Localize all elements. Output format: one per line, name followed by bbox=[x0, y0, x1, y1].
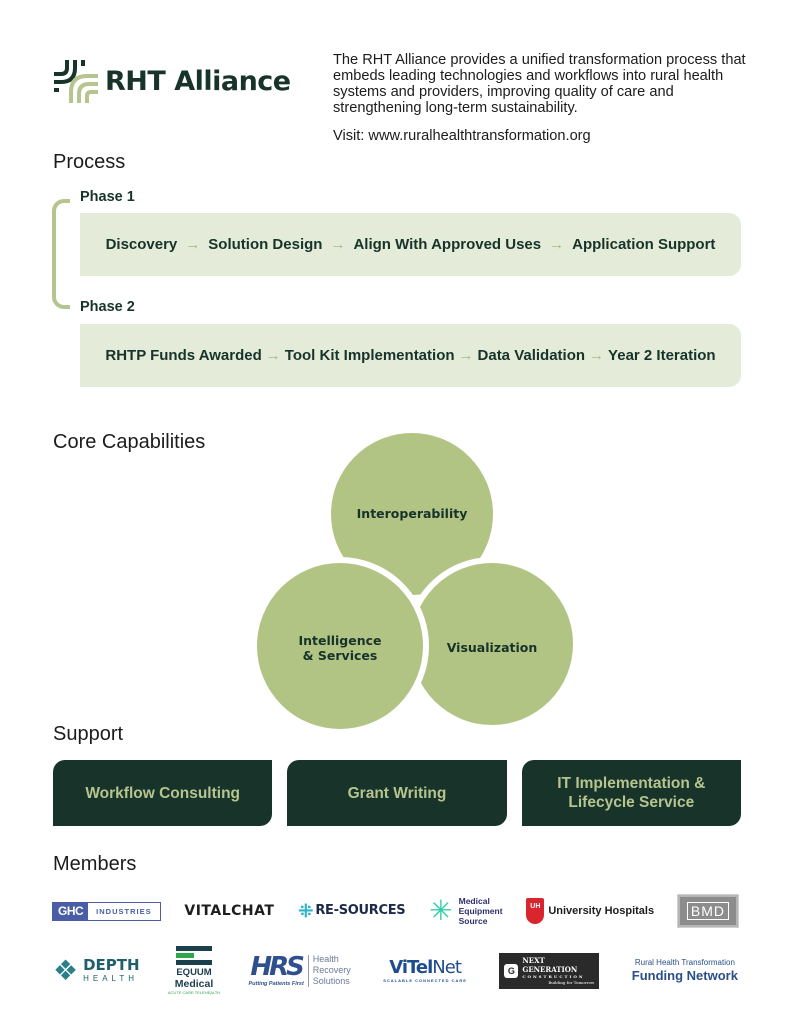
step-rhtp-funds-awarded: RHTP Funds Awarded bbox=[105, 347, 262, 364]
next-gen-text: NEXT GENERATION bbox=[522, 955, 578, 974]
label-services: & Services bbox=[302, 648, 378, 663]
depth-text: DEPTH bbox=[83, 956, 140, 974]
logo-re-sources: ⁜ RE-SOURCES bbox=[298, 902, 405, 920]
uh-shield-icon: UH bbox=[526, 898, 545, 924]
vitelnet-tagline: SCALABLE CONNECTED CARE bbox=[383, 978, 467, 983]
rht-alliance-logo: RHT Alliance bbox=[53, 58, 291, 104]
construction-text: CONSTRUCTION bbox=[522, 973, 585, 979]
industries-text: INDUSTRIES bbox=[96, 906, 152, 916]
vitel-text: ViTel bbox=[389, 957, 433, 978]
equum-tagline: ACUTE CARE TELEHEALTH bbox=[167, 990, 221, 995]
mes-line: Source bbox=[458, 916, 488, 926]
label-interoperability: Interoperability bbox=[356, 506, 468, 521]
support-card-label: IT Implementation & bbox=[557, 775, 706, 792]
phase-2-label: Phase 2 bbox=[80, 299, 135, 315]
depth-health-icon: ❖ bbox=[53, 954, 79, 986]
hrs-name-line: Solutions bbox=[312, 976, 350, 986]
phase-bracket bbox=[52, 199, 70, 309]
logo-depth-health: ❖ DEPTH HEALTH bbox=[53, 954, 140, 986]
logo-vitelnet: ViTelNet SCALABLE CONNECTED CARE bbox=[383, 957, 467, 984]
step-application-support: Application Support bbox=[572, 236, 716, 253]
equum-bar bbox=[176, 946, 213, 951]
logo-bmd: BMD bbox=[676, 894, 740, 928]
step-solution-design: Solution Design bbox=[208, 236, 323, 253]
venn-diagram bbox=[251, 427, 579, 735]
process-title: Process bbox=[53, 151, 126, 173]
logo-health-recovery-solutions: HRS Putting Patients First Health Recove… bbox=[248, 953, 350, 988]
mes-line: Medical bbox=[458, 896, 490, 906]
support-card-workflow-consulting[interactable]: Workflow Consulting bbox=[53, 760, 273, 826]
support-cards: Workflow Consulting Grant Writing IT Imp… bbox=[53, 760, 741, 826]
support-card-it-implementation[interactable]: IT Implementation & Lifecycle Service bbox=[521, 760, 741, 826]
logo-university-hospitals: UH University Hospitals bbox=[526, 898, 654, 924]
label-intelligence: Intelligence bbox=[298, 633, 382, 648]
rhtfn-line2: Funding Network bbox=[631, 967, 738, 983]
intro-text: The RHT Alliance provides a unified tran… bbox=[333, 52, 746, 116]
hrs-text: HRS bbox=[250, 952, 304, 982]
equum-bar bbox=[176, 960, 213, 965]
support-card-label: Workflow Consulting bbox=[85, 784, 241, 802]
arrow-right-icon: → bbox=[458, 347, 474, 364]
support-title: Support bbox=[53, 723, 124, 745]
step-year-2-iteration: Year 2 Iteration bbox=[608, 347, 716, 364]
hrs-name-line: Health bbox=[312, 954, 339, 964]
logo-rht-funding-network: Rural Health Transformation Funding Netw… bbox=[632, 958, 738, 984]
label-intelligence-services: Intelligence & Services bbox=[260, 633, 420, 663]
equum-text: EQUUM bbox=[176, 967, 212, 978]
capabilities-venn: Interoperability Intelligence & Services… bbox=[250, 427, 580, 738]
bmd-text: BMD bbox=[686, 902, 729, 920]
label-visualization: Visualization bbox=[446, 640, 538, 655]
step-data-validation: Data Validation bbox=[477, 347, 586, 364]
logo-next-generation-construction: G NEXT GENERATION CONSTRUCTION Building … bbox=[499, 952, 600, 989]
arrow-right-icon: → bbox=[330, 236, 346, 253]
hrs-name-line: Recovery bbox=[312, 965, 351, 975]
phase-2-steps: RHTP Funds Awarded → Tool Kit Implementa… bbox=[80, 324, 741, 387]
circle-intelligence-services bbox=[251, 557, 429, 735]
step-discovery: Discovery bbox=[105, 236, 178, 253]
logo-text: RHT Alliance bbox=[105, 65, 291, 97]
medical-text: Medical bbox=[174, 978, 214, 990]
next-gen-icon: G bbox=[504, 963, 519, 978]
logo-ghc-industries: GHC INDUSTRIES bbox=[52, 901, 161, 921]
net-text: Net bbox=[432, 957, 462, 978]
logo-vitalchat: VITALCHAT bbox=[184, 903, 275, 919]
step-align-approved-uses: Align With Approved Uses bbox=[353, 236, 542, 253]
hrs-tagline: Putting Patients First bbox=[248, 981, 304, 987]
health-text: HEALTH bbox=[83, 974, 139, 983]
ghc-text: GHC bbox=[53, 902, 89, 920]
phase-1-label: Phase 1 bbox=[80, 189, 135, 205]
arrow-right-icon: → bbox=[265, 347, 281, 364]
support-card-grant-writing[interactable]: Grant Writing bbox=[287, 760, 507, 826]
re-sources-icon: ⁜ bbox=[298, 901, 314, 921]
rhtfn-line1: Rural Health Transformation bbox=[634, 957, 735, 967]
core-capabilities-title: Core Capabilities bbox=[53, 431, 206, 453]
members-title: Members bbox=[53, 853, 137, 875]
equum-bar-green bbox=[176, 953, 195, 958]
visit-link[interactable]: Visit: www.ruralhealthtransformation.org bbox=[333, 128, 591, 144]
logo-medical-equipment-source: ✳ Medical Equipment Source bbox=[429, 895, 503, 927]
medical-star-icon: ✳ bbox=[429, 895, 453, 926]
hrs-divider bbox=[307, 954, 309, 987]
rht-logo-icon bbox=[54, 60, 98, 103]
re-sources-text: RE-SOURCES bbox=[315, 903, 406, 918]
support-card-label-line2: Lifecycle Service bbox=[568, 794, 695, 811]
arrow-right-icon: → bbox=[589, 347, 605, 364]
next-gen-tagline: Building for Tomorrow bbox=[548, 979, 595, 985]
phase-1-steps: Discovery → Solution Design → Align With… bbox=[80, 213, 741, 276]
members-logos: GHC INDUSTRIES VITALCHAT ⁜ RE-SOURCES ✳ … bbox=[50, 888, 750, 995]
logo-equum-medical: EQUUM Medical ACUTE CARE TELEHEALTH bbox=[168, 946, 220, 995]
step-tool-kit-implementation: Tool Kit Implementation bbox=[284, 347, 455, 364]
arrow-right-icon: → bbox=[549, 236, 565, 253]
support-card-label: Grant Writing bbox=[347, 784, 447, 802]
uh-text: University Hospitals bbox=[548, 904, 655, 917]
arrow-right-icon: → bbox=[185, 236, 201, 253]
mes-line: Equipment bbox=[458, 906, 503, 916]
